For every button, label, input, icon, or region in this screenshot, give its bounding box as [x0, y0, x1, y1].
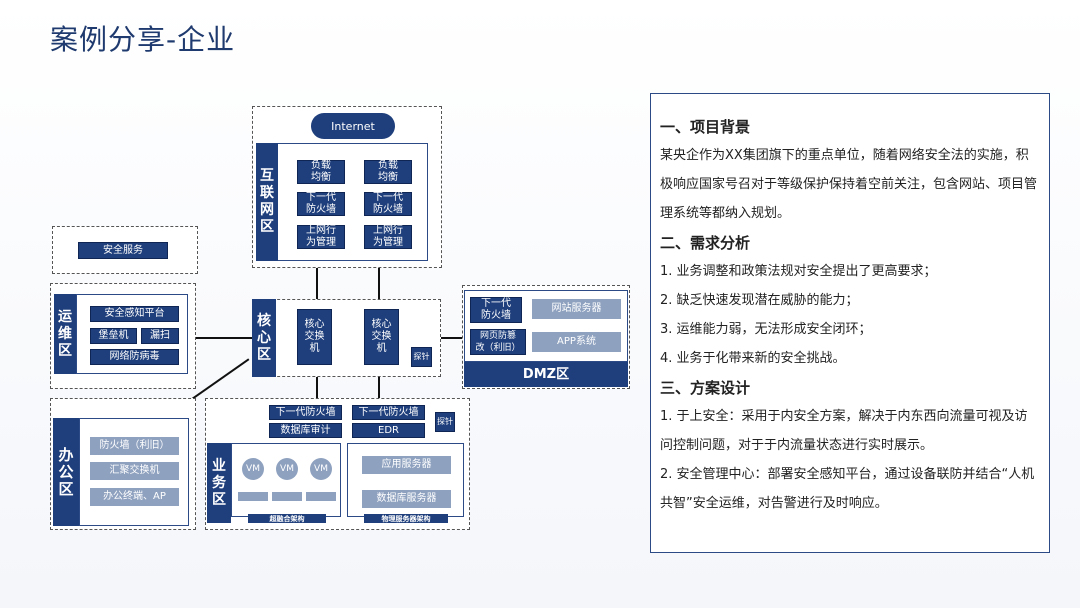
dmz-zone-label: DMZ区	[464, 362, 628, 387]
vm-icon: VM	[276, 458, 298, 480]
design-item: 1. 于上安全：采用于内安全方案，解决于内东西向流量可视及访问控制问题，对于于内…	[660, 409, 1028, 453]
load-balancer-2: 负载 均衡	[364, 160, 412, 184]
aggregation-switch: 汇聚交换机	[90, 462, 179, 480]
ops-zone-label: 运 维 区	[54, 294, 76, 374]
bastion-host: 堡垒机	[90, 328, 137, 344]
network-antivirus: 网络防病毒	[90, 349, 179, 365]
description-panel: 一、项目背景 某央企作为XX集团旗下的重点单位，随着网络安全法的实施，积极响应国…	[650, 93, 1050, 553]
section-heading-design: 三、方案设计	[660, 379, 751, 397]
internet-cloud-icon: Internet	[311, 113, 395, 139]
link-core-biz-1	[316, 360, 318, 406]
vm-icon: VM	[242, 458, 264, 480]
ngfw-dmz: 下一代 防火墙	[470, 297, 522, 323]
security-perception-platform: 安全感知平台	[90, 306, 179, 322]
section-heading-requirements: 二、需求分析	[660, 234, 751, 252]
core-switch-1: 核心 交换 机	[297, 309, 332, 365]
web-tamper-protection: 网页防篡 改（利旧）	[470, 329, 526, 355]
core-zone-outer	[252, 299, 441, 377]
database-server: 数据库服务器	[362, 490, 451, 508]
business-probe: 探针	[435, 412, 455, 432]
ngfw-business-1: 下一代防火墙	[269, 405, 342, 420]
server-icon	[306, 490, 336, 501]
core-probe: 探针	[411, 347, 432, 367]
core-zone-label: 核 心 区	[252, 299, 276, 377]
link-ops-core	[196, 337, 252, 339]
requirement-item: 1. 业务调整和政策法规对安全提出了更高要求；	[660, 264, 937, 279]
security-service-box: 安全服务	[78, 242, 168, 259]
design-item: 2. 安全管理中心：部署安全感知平台，通过设备联防并结合“人机共智”安全运维，对…	[660, 467, 1035, 511]
web-behavior-mgmt-1: 上网行 为管理	[297, 225, 345, 249]
link-core-dmz	[440, 337, 462, 339]
link-internet-core-1	[316, 268, 318, 304]
web-server: 网站服务器	[532, 299, 621, 319]
section-heading-background: 一、项目背景	[660, 118, 751, 136]
ngfw-internet-2: 下一代 防火墙	[364, 192, 412, 216]
application-server: 应用服务器	[362, 456, 451, 474]
internet-zone-label: 互 联 网 区	[256, 143, 278, 261]
legacy-firewall: 防火墙（利旧）	[90, 437, 179, 455]
office-zone-label: 办 公 区	[53, 418, 79, 526]
link-core-biz-2	[378, 366, 380, 406]
hci-architecture	[231, 443, 341, 517]
hci-caption: 超融合架构	[248, 514, 326, 523]
server-icon	[238, 490, 268, 501]
vuln-scanner: 漏扫	[141, 328, 179, 344]
server-icon	[272, 490, 302, 501]
page-title: 案例分享-企业	[50, 23, 236, 56]
edr-box: EDR	[352, 423, 425, 438]
ngfw-internet-1: 下一代 防火墙	[297, 192, 345, 216]
database-audit: 数据库审计	[269, 423, 342, 438]
web-behavior-mgmt-2: 上网行 为管理	[364, 225, 412, 249]
ngfw-business-2: 下一代防火墙	[352, 405, 425, 420]
requirement-item: 4. 业务于化带来新的安全挑战。	[660, 351, 846, 366]
office-terminals-ap: 办公终端、AP	[90, 488, 179, 506]
load-balancer-1: 负载 均衡	[297, 160, 345, 184]
app-system: APP系统	[532, 332, 621, 352]
vm-icon: VM	[310, 458, 332, 480]
link-internet-core-2	[378, 268, 380, 310]
core-switch-2: 核心 交换 机	[364, 309, 399, 365]
requirement-item: 2. 缺乏快速发现潜在威胁的能力；	[660, 293, 859, 308]
requirement-item: 3. 运维能力弱，无法形成安全闭环；	[660, 322, 872, 337]
section-text-background: 某央企作为XX集团旗下的重点单位，随着网络安全法的实施，积极响应国家号召对于等级…	[660, 148, 1038, 221]
physical-caption: 物理服务器架构	[364, 514, 448, 523]
business-zone-label: 业 务 区	[207, 443, 231, 523]
